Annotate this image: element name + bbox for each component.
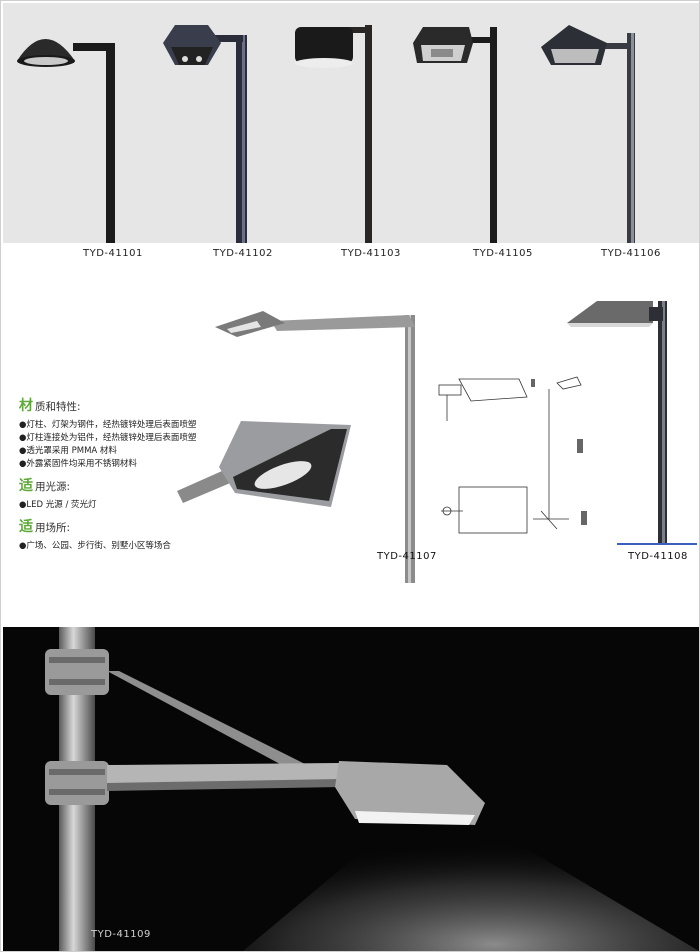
product-spec: 材质和特性: ●灯柱、灯架为钢件，经热镀锌处理后表面喷塑 ●灯柱连接处为铝件，经… [19, 393, 279, 553]
spec-line: ●LED 光源 / 荧光灯 [19, 500, 97, 510]
model-label-41108: TYD-41108 [628, 551, 688, 562]
material-heading-text: 质和特性: [35, 401, 81, 413]
application-heading: 适用场所: [19, 516, 279, 536]
model-label-41102: TYD-41102 [213, 248, 273, 259]
middle-illustration [177, 301, 697, 583]
model-label-41109: TYD-41109 [91, 929, 151, 940]
light-heading-text: 用光源: [35, 481, 71, 493]
spec-line: ●灯柱、灯架为钢件，经热镀锌处理后表面喷塑 [19, 420, 197, 430]
model-label-41107: TYD-41107 [377, 551, 437, 562]
lamp-41106-illustration [541, 25, 635, 243]
spec-line: ●外露紧固件均采用不锈钢材料 [19, 459, 137, 469]
lamp-41103-illustration [295, 25, 372, 243]
place-heading-text: 用场所: [35, 522, 71, 534]
material-heading-accent: 材 [19, 398, 33, 414]
model-label-41103: TYD-41103 [341, 248, 401, 259]
lamp-41101-illustration [17, 39, 115, 243]
lamp-41109-illustration [45, 627, 699, 951]
lamp-41105-illustration [413, 27, 497, 243]
spec-line: ●广场、公园、步行街、别墅小区等场合 [19, 541, 171, 551]
lamp-41102-illustration [163, 25, 247, 243]
material-heading: 材质和特性: [19, 395, 279, 415]
model-label-41101: TYD-41101 [83, 248, 143, 259]
top-product-band [3, 3, 699, 243]
technical-dims [531, 379, 587, 525]
model-label-41106: TYD-41106 [601, 248, 661, 259]
light-source-heading: 适用光源: [19, 475, 279, 495]
model-label-41105: TYD-41105 [473, 248, 533, 259]
top-lamps-illustration [17, 25, 635, 243]
hero-photo-panel [3, 627, 699, 951]
spec-line: ●灯柱连接处为铝件，经热镀锌处理后表面喷塑 [19, 433, 197, 443]
technical-drawings [438, 376, 582, 534]
luminaire-closeup-illustration [177, 421, 351, 507]
light-heading-accent: 适 [19, 478, 33, 494]
lamp-41108-illustration [567, 301, 697, 545]
spec-line: ●透光罩采用 PMMA 材料 [19, 446, 117, 456]
lamp-41107-illustration [215, 311, 415, 583]
place-heading-accent: 适 [19, 519, 33, 535]
